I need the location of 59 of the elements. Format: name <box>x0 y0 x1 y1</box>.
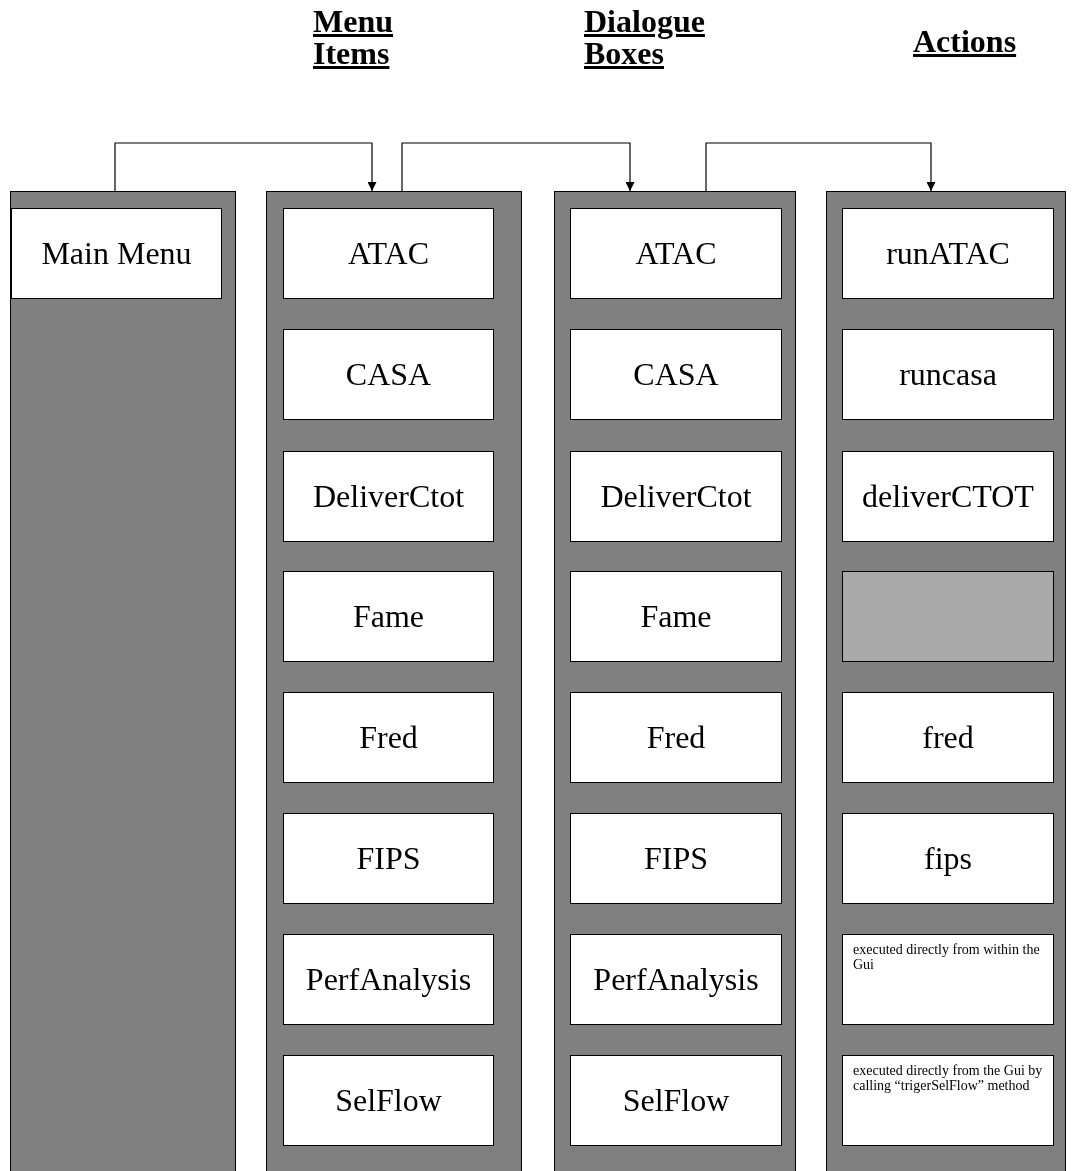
item-label: SelFlow <box>622 1082 730 1119</box>
column-panel <box>10 191 236 1171</box>
item-box <box>842 208 1054 299</box>
item-box <box>570 329 782 420</box>
item-label: SelFlow <box>335 1082 442 1119</box>
arrow <box>401 142 635 192</box>
item-label: Fred <box>646 719 706 756</box>
note-box <box>842 934 1054 1025</box>
item-box <box>842 813 1054 904</box>
item-box <box>283 692 494 783</box>
note-text: executed directly from within the Gui <box>853 943 1041 973</box>
item-box <box>842 451 1054 542</box>
item-box <box>570 934 782 1025</box>
column-heading: Menu Items <box>313 5 394 69</box>
item-label: PerfAnalysis <box>593 961 759 998</box>
item-label: CASA <box>633 356 719 393</box>
item-label: PerfAnalysis <box>305 961 472 998</box>
column-heading: Dialogue Boxes <box>584 5 706 69</box>
column-heading: Actions <box>913 25 1018 57</box>
item-label: Fame <box>352 598 425 635</box>
item-label: DeliverCtot <box>600 478 752 515</box>
item-box <box>570 208 782 299</box>
item-label: runATAC <box>886 235 1010 272</box>
column-panel <box>826 191 1066 1171</box>
column-panel <box>554 191 796 1171</box>
item-label: ATAC <box>635 235 717 272</box>
column-panel <box>266 191 522 1171</box>
item-box <box>570 571 782 662</box>
item-label: fred <box>922 719 974 756</box>
item-label: Fame <box>640 598 712 635</box>
item-label: FIPS <box>643 840 708 877</box>
item-label: FIPS <box>356 840 421 877</box>
item-label: fips <box>924 840 972 877</box>
item-label: runcasa <box>899 356 997 393</box>
item-box <box>283 208 494 299</box>
note-box <box>842 1055 1054 1146</box>
item-label: DeliverCtot <box>312 478 465 515</box>
item-box <box>283 1055 494 1146</box>
item-box <box>11 208 222 299</box>
item-box <box>570 813 782 904</box>
empty-box <box>842 571 1054 662</box>
item-box <box>283 571 494 662</box>
item-label: deliverCTOT <box>862 478 1034 515</box>
item-box <box>283 329 494 420</box>
item-box <box>283 813 494 904</box>
item-box <box>570 692 782 783</box>
item-box <box>570 451 782 542</box>
arrow <box>114 142 377 192</box>
item-label: Fred <box>359 719 418 756</box>
item-box <box>842 692 1054 783</box>
arrow <box>705 142 936 192</box>
item-box <box>283 451 494 542</box>
item-label: ATAC <box>348 235 429 272</box>
item-label: CASA <box>345 356 432 393</box>
item-box <box>283 934 494 1025</box>
item-box <box>570 1055 782 1146</box>
item-label: Main Menu <box>41 235 192 272</box>
note-text: executed directly from the Gui by calling “trigerSelFlow” method <box>853 1064 1043 1094</box>
item-box <box>842 329 1054 420</box>
